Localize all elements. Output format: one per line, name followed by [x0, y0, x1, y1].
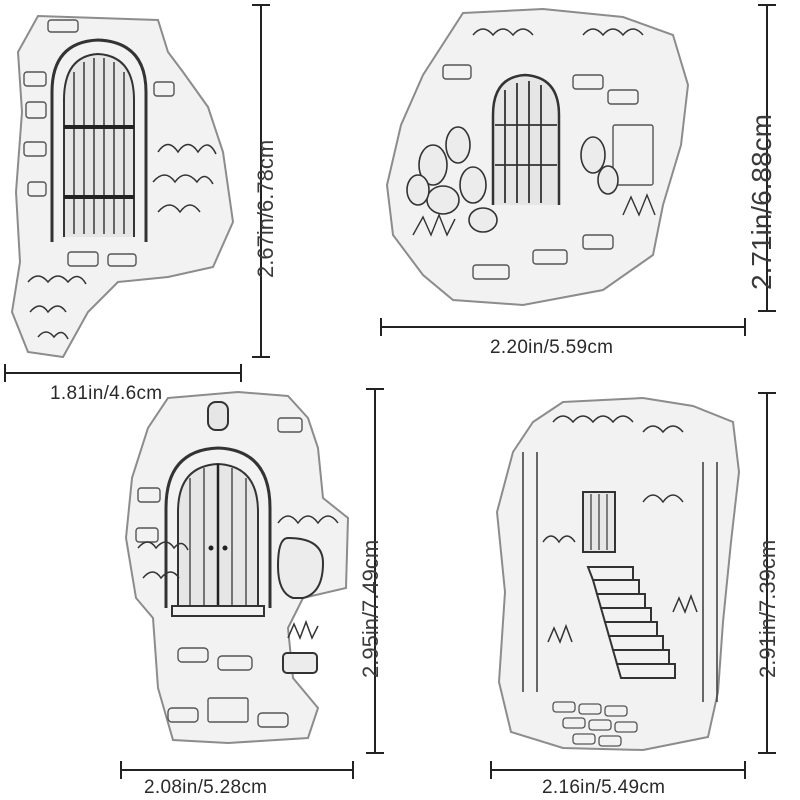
width-label-2: 2.20in/5.59cm	[490, 337, 614, 358]
dimension-cap	[758, 310, 776, 312]
dimension-line-width-1	[4, 372, 242, 374]
width-label-3: 2.08in/5.28cm	[144, 777, 268, 798]
stamp-staircase-alley	[493, 392, 745, 754]
dimension-cap	[744, 318, 746, 336]
height-label-2: 2.71in/6.88cm	[746, 114, 777, 290]
dimension-cap	[252, 356, 270, 358]
dimension-cap	[120, 761, 122, 779]
dimension-line-height-4	[766, 392, 768, 754]
dimension-cap	[758, 392, 776, 394]
dimension-line-width-4	[490, 769, 746, 771]
dimension-line-width-3	[120, 769, 354, 771]
dimension-cap	[758, 4, 776, 6]
width-label-4: 2.16in/5.49cm	[542, 777, 666, 798]
stamp-cactus-gate	[383, 5, 703, 310]
dimension-line-height-1	[260, 4, 262, 358]
height-label-3: 2.95in/7.49cm	[358, 539, 383, 678]
height-label-4: 2.91in/7.39cm	[755, 539, 780, 678]
dimension-cap	[758, 752, 776, 754]
dimension-cap	[352, 761, 354, 779]
dimension-line-width-2	[380, 326, 746, 328]
dimension-cap	[252, 4, 270, 6]
stamp-arched-door	[8, 12, 240, 362]
dimension-cap	[4, 364, 6, 382]
height-label-1: 2.67in/6.78cm	[253, 139, 278, 278]
dimension-cap	[366, 388, 384, 390]
dimension-cap	[490, 761, 492, 779]
dimension-cap	[380, 318, 382, 336]
dimension-line-height-3	[374, 388, 376, 754]
width-label-1: 1.81in/4.6cm	[50, 383, 163, 404]
dimension-cap	[240, 364, 242, 382]
stamp-double-door	[118, 388, 358, 746]
dimension-cap	[744, 761, 746, 779]
dimension-line-height-2	[766, 4, 768, 312]
dimension-cap	[366, 752, 384, 754]
